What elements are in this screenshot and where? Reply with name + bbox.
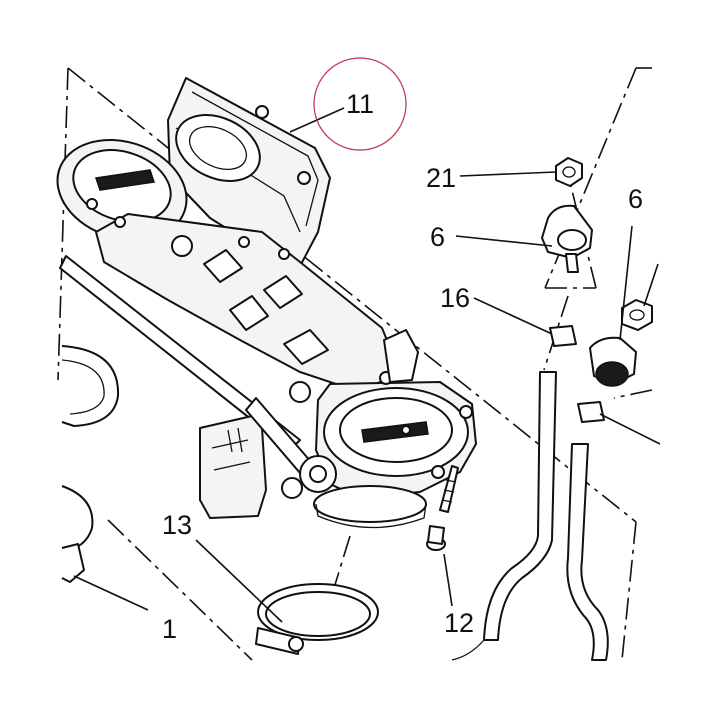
throttle-body-assembly <box>56 77 477 529</box>
screw <box>426 465 459 551</box>
callout-6-right: 6 <box>628 184 643 214</box>
callout-11: 11 <box>346 89 374 119</box>
callout-16: 16 <box>440 283 470 313</box>
callout-21: 21 <box>426 163 456 193</box>
hoses-and-clips <box>451 325 609 661</box>
left-clamp-rings <box>61 345 120 583</box>
callout-1: 1 <box>162 614 177 644</box>
highlight-circle <box>313 57 407 151</box>
callout-12: 12 <box>444 608 474 638</box>
right-nut-and-cap <box>589 299 653 387</box>
callout-6-upper: 6 <box>430 222 445 252</box>
callouts: 11 21 6 6 16 13 1 12 <box>162 89 643 644</box>
hose-clamp <box>255 583 379 655</box>
upper-nut-and-cap <box>541 157 593 273</box>
callout-13: 13 <box>162 510 192 540</box>
leader-lines <box>73 107 661 623</box>
